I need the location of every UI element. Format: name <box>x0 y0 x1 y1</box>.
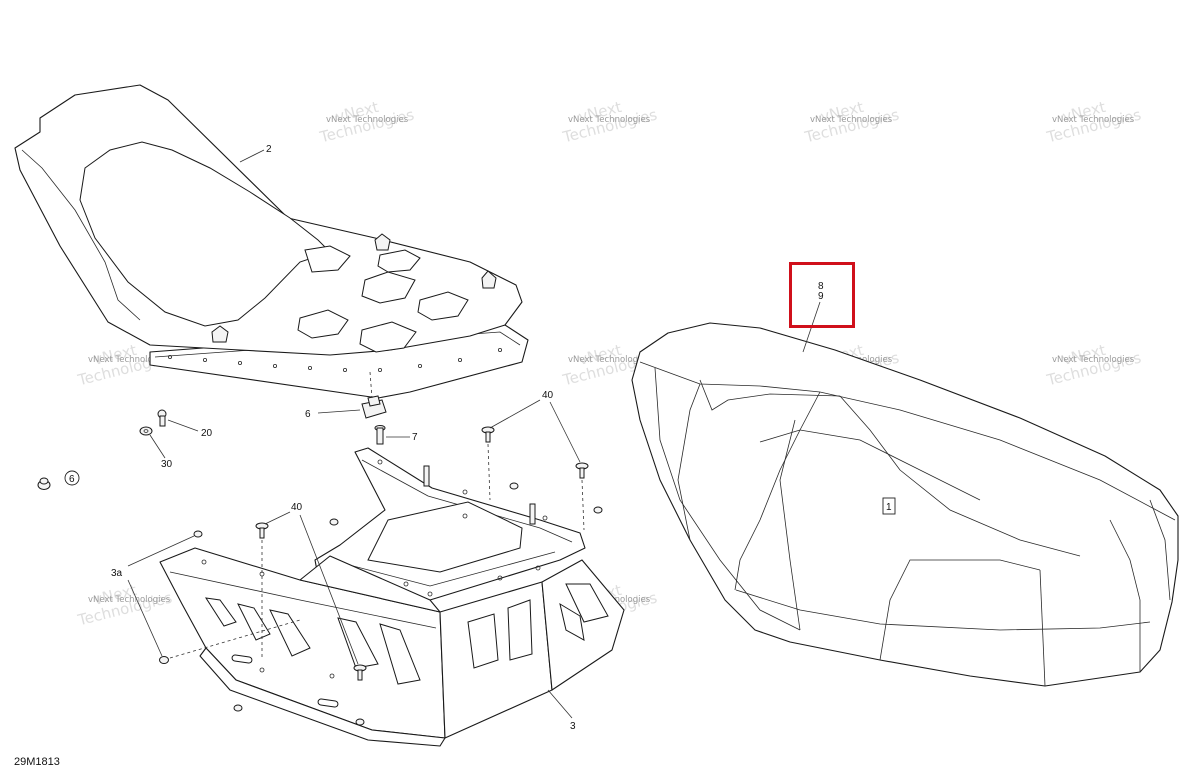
nut[interactable] <box>233 704 243 712</box>
screw[interactable] <box>157 409 167 427</box>
nut[interactable] <box>329 518 339 526</box>
svg-text:vNext Technologies: vNext Technologies <box>568 115 651 125</box>
nut[interactable] <box>355 718 365 726</box>
svg-text:vNext Technologies: vNext Technologies <box>88 355 171 365</box>
callout-3a: 3a <box>111 568 123 579</box>
lower-bracket[interactable] <box>159 547 625 747</box>
nut[interactable] <box>593 506 603 514</box>
seat[interactable] <box>631 322 1179 687</box>
bolt[interactable] <box>481 426 495 443</box>
seat-base-plate[interactable] <box>14 84 529 399</box>
callout-7: 7 <box>412 432 418 443</box>
callout-1-box: 1 <box>882 497 896 515</box>
callout-9: 9 <box>818 291 824 302</box>
highlight-box <box>789 262 855 328</box>
callout-40-lower: 40 <box>291 502 303 513</box>
callout-6: 6 <box>305 409 311 420</box>
callout-2: 2 <box>266 144 272 155</box>
callout-8: 8 <box>818 281 824 292</box>
pin[interactable] <box>374 425 386 445</box>
svg-text:vNext Technologies: vNext Technologies <box>1052 115 1135 125</box>
nut[interactable] <box>193 530 203 538</box>
callout-3: 3 <box>570 721 576 732</box>
callout-20: 20 <box>201 428 213 439</box>
svg-text:vNext Technologies: vNext Technologies <box>568 355 651 365</box>
nut-symbol[interactable] <box>37 477 51 490</box>
nut-symbol-callout: 6 <box>64 470 80 486</box>
bolt[interactable] <box>353 664 367 681</box>
upper-frame[interactable] <box>314 447 586 601</box>
diagram-code: 29M1813 <box>14 756 60 768</box>
washer[interactable] <box>139 426 153 436</box>
svg-text:vNext Technologies: vNext Technologies <box>326 115 409 125</box>
callout-30: 30 <box>161 459 173 470</box>
callout-1: 1 <box>886 502 892 513</box>
nut[interactable] <box>509 482 519 490</box>
svg-text:vNext Technologies: vNext Technologies <box>1052 355 1135 365</box>
svg-text:vNext Technologies: vNext Technologies <box>810 115 893 125</box>
bolt[interactable] <box>255 522 269 539</box>
clip[interactable] <box>361 395 387 419</box>
callout-40-upper: 40 <box>542 390 554 401</box>
svg-text:vNext Technologies: vNext Technologies <box>88 595 171 605</box>
bolt[interactable] <box>575 462 589 479</box>
svg-text:6: 6 <box>69 474 75 485</box>
nut[interactable] <box>159 656 169 664</box>
